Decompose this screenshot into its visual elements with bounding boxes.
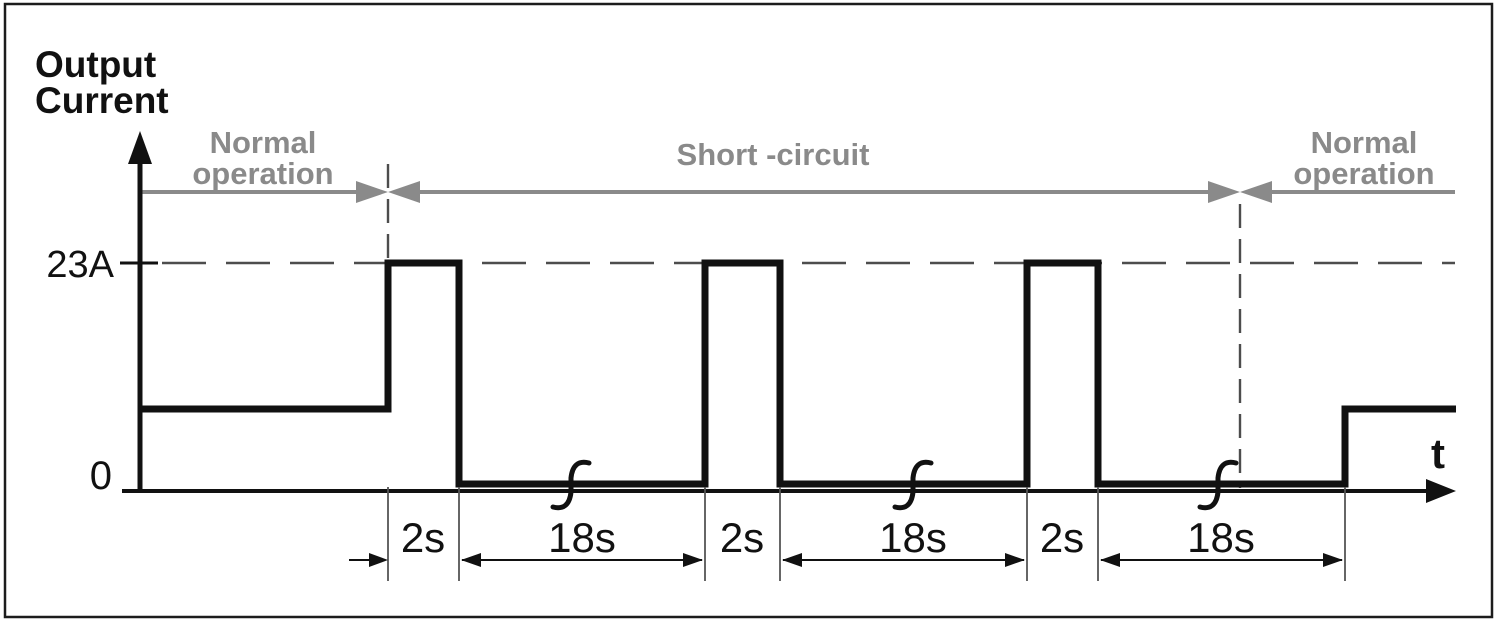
time-axis-label: t [1431,430,1445,477]
y-axis-title-line1: Output [35,44,156,85]
phase-label-normal-right-line1: Normal [1311,125,1418,160]
left-arrowhead-icon [1240,181,1272,203]
duration-label-18s: 18s [1187,514,1255,561]
y-axis-title-line2: Current [35,80,169,121]
up-arrowhead-icon [128,131,152,164]
left-arrowhead-icon [388,181,420,203]
right-arrowhead-icon [369,553,388,567]
time-break-icon [892,459,934,511]
duration-label-18s: 18s [879,514,947,561]
phase-label-normal-left-line2: operation [192,156,333,191]
phase-label-normal-right-line2: operation [1293,156,1434,191]
right-arrowhead-icon [356,181,388,203]
right-arrowhead-icon [1426,479,1456,503]
phase-label-normal-left-line1: Normal [210,125,317,160]
right-arrowhead-icon [1208,181,1240,203]
output-current-waveform [140,259,1456,488]
right-arrowhead-icon [683,553,703,567]
time-break-icon [1197,459,1239,511]
duration-label-2s: 2s [401,514,445,561]
y-tick-23a-label: 23A [46,244,114,286]
duration-label-2s: 2s [720,514,764,561]
y-tick-zero-label: 0 [90,454,112,498]
right-arrowhead-icon [1323,553,1343,567]
right-arrowhead-icon [1005,553,1025,567]
duration-label-2s: 2s [1040,514,1084,561]
left-arrowhead-icon [461,553,481,567]
figure-border [3,2,1494,619]
left-arrowhead-icon [1100,553,1120,567]
time-break-icon [550,459,592,511]
left-arrowhead-icon [782,553,802,567]
phase-label-short-circuit: Short -circuit [677,137,870,172]
duration-label-18s: 18s [548,514,616,561]
